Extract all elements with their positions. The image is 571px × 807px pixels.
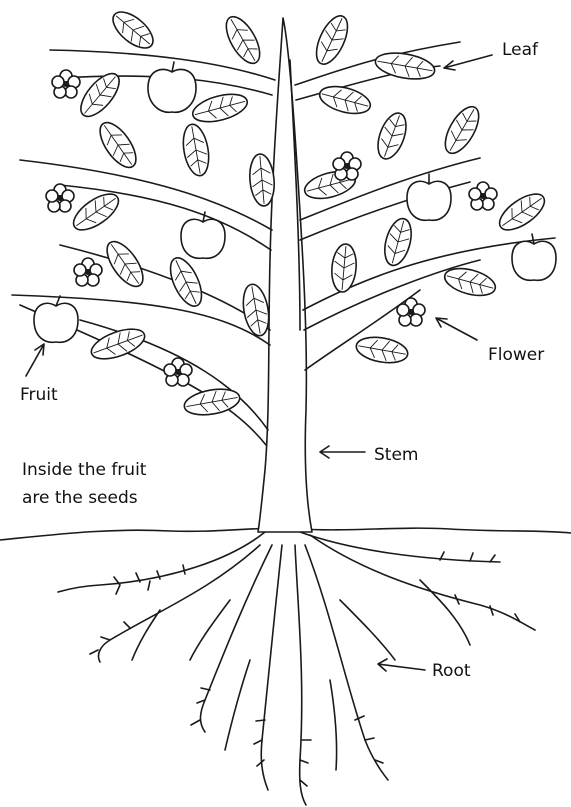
leaf — [107, 5, 159, 54]
fruit — [407, 174, 451, 220]
flower — [397, 298, 425, 326]
leaf — [93, 117, 142, 173]
fruit — [181, 212, 225, 258]
leaf — [373, 49, 436, 83]
leaf — [100, 236, 149, 292]
seeds-note-line2: are the seeds — [22, 488, 138, 508]
stem-arrow — [320, 446, 365, 458]
leaves — [68, 5, 550, 418]
leaf — [317, 82, 373, 119]
flower — [74, 258, 102, 286]
flower — [469, 182, 497, 210]
stem — [258, 18, 312, 532]
leaf — [240, 282, 273, 337]
flower — [333, 152, 361, 180]
leaf-label: Leaf — [502, 40, 539, 60]
leaf — [310, 11, 354, 68]
leaf — [248, 153, 276, 207]
leaf-arrow — [444, 55, 492, 70]
leaf — [220, 11, 267, 68]
leaf — [380, 216, 416, 269]
leaf — [494, 187, 550, 236]
seeds-note-line1: Inside the fruit — [22, 460, 147, 480]
fruit — [148, 62, 196, 112]
flower — [46, 184, 74, 212]
stem-label: Stem — [374, 445, 418, 465]
root-label: Root — [432, 661, 471, 681]
leaf — [373, 109, 412, 162]
root-arrow — [378, 659, 425, 671]
leaf — [354, 334, 409, 367]
leaf — [164, 253, 208, 310]
leaf — [180, 122, 213, 177]
flower-arrow — [436, 318, 477, 340]
fruit — [512, 234, 556, 280]
fruit-label: Fruit — [20, 385, 58, 405]
flower-label: Flower — [488, 345, 544, 365]
leaf — [190, 89, 250, 127]
flower — [52, 70, 80, 98]
fruit — [34, 296, 78, 342]
leaf — [439, 101, 486, 158]
leaf — [68, 187, 124, 236]
fruit-arrow — [26, 344, 44, 376]
arrows — [26, 55, 492, 671]
